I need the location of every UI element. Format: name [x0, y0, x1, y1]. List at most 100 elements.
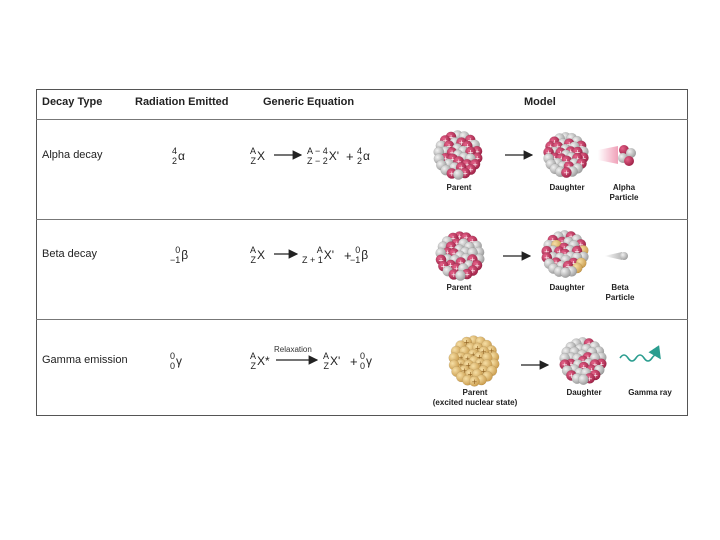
plus-mark: + — [563, 169, 569, 177]
plus-mark: + — [562, 361, 568, 369]
plus-mark: + — [465, 355, 471, 363]
caption-daughter: Daughter — [549, 283, 585, 292]
plus-mark: + — [556, 248, 562, 256]
plus-mark: + — [458, 164, 464, 172]
plus-mark: + — [578, 142, 584, 150]
plus-mark: + — [544, 254, 550, 262]
plus-mark: + — [474, 262, 480, 270]
plus-mark: + — [450, 235, 456, 243]
plus-mark: + — [585, 354, 591, 362]
plus-mark: + — [566, 140, 572, 148]
plus-mark: + — [571, 260, 577, 268]
plus-mark: + — [574, 149, 580, 157]
caption-parent: Parent — [446, 183, 472, 192]
plus-mark: + — [555, 143, 561, 151]
beta-particle-icon — [604, 252, 628, 260]
gamma-ray-icon — [619, 345, 661, 362]
plus-mark: + — [440, 263, 446, 271]
alpha-particle-icon — [598, 145, 636, 166]
plus-mark: + — [550, 237, 556, 245]
plus-mark: + — [467, 371, 473, 379]
plus-mark: + — [581, 364, 587, 372]
nucleus-parent-excited: +++++++++++++++ — [448, 335, 500, 387]
plus-mark: + — [451, 271, 457, 279]
plus-mark: + — [561, 245, 567, 253]
plus-mark: + — [474, 155, 480, 163]
plus-mark: + — [469, 256, 475, 264]
plus-mark: + — [464, 143, 470, 151]
caption-daughter: Daughter — [549, 183, 585, 192]
plus-mark: + — [446, 142, 452, 150]
plus-mark: + — [458, 361, 464, 369]
plus-mark: + — [580, 358, 586, 366]
plus-mark: + — [471, 378, 477, 386]
plus-sign: + — [344, 248, 352, 263]
caption-parent-excited: Parent(excited nuclear state) — [432, 388, 518, 407]
plus-mark: + — [464, 161, 470, 169]
plus-mark: + — [451, 250, 457, 258]
nucleus-daughter-gamma: ++++++++++++ — [559, 337, 607, 385]
plus-mark: + — [456, 158, 462, 166]
plus-sign: + — [350, 354, 358, 369]
plus-mark: + — [464, 339, 470, 347]
plus-mark: + — [579, 160, 585, 168]
neutron — [454, 269, 466, 281]
plus-mark: + — [559, 239, 565, 247]
proton — [561, 167, 572, 179]
nucleus-daughter-alpha: +++++++++++++++++ — [543, 131, 589, 179]
plus-mark: + — [476, 354, 482, 362]
table-frame — [36, 89, 688, 416]
plus-mark: + — [578, 241, 584, 249]
plus-mark: + — [481, 348, 487, 356]
plus-mark: + — [548, 143, 554, 151]
header-equation: Generic Equation — [263, 96, 355, 108]
row-label-gamma: Gamma emission — [42, 354, 128, 366]
plus-mark: + — [574, 155, 580, 163]
plus-mark: + — [544, 248, 550, 256]
row-divider-1 — [36, 219, 688, 220]
row-divider-2 — [36, 319, 688, 320]
plus-mark: + — [586, 340, 592, 348]
plus-mark: + — [458, 259, 464, 267]
plus-mark: + — [568, 361, 574, 369]
header-radiation: Radiation Emitted — [135, 96, 229, 108]
plus-mark: + — [475, 345, 481, 353]
plus-mark: + — [566, 163, 572, 171]
plus-mark: + — [449, 170, 455, 178]
plus-mark: + — [464, 271, 470, 279]
row-label-alpha: Alpha decay — [42, 149, 103, 161]
plus-mark: + — [467, 137, 473, 145]
plus-mark: + — [587, 375, 593, 383]
plus-mark: + — [466, 362, 472, 370]
plus-mark: + — [454, 265, 460, 273]
plus-mark: + — [568, 372, 574, 380]
plus-mark: + — [546, 149, 552, 157]
plus-mark: + — [445, 249, 451, 257]
nucleus-daughter-beta: +++++++++++++ — [541, 230, 589, 278]
plus-mark: + — [450, 156, 456, 164]
plus-mark: + — [574, 248, 580, 256]
plus-mark: + — [477, 360, 483, 368]
plus-mark: + — [474, 148, 480, 156]
plus-mark: + — [448, 262, 454, 270]
plus-mark: + — [568, 233, 574, 241]
plus-mark: + — [448, 243, 454, 251]
plus-mark: + — [552, 155, 558, 163]
plus-mark: + — [558, 155, 564, 163]
plus-mark: + — [468, 148, 474, 156]
plus-mark: + — [488, 347, 494, 355]
plus-mark: + — [457, 233, 463, 241]
neutron — [452, 168, 464, 180]
plus-mark: + — [470, 351, 476, 359]
plus-mark: + — [448, 134, 454, 142]
plus-mark: + — [589, 367, 595, 375]
plus-mark: + — [553, 259, 559, 267]
